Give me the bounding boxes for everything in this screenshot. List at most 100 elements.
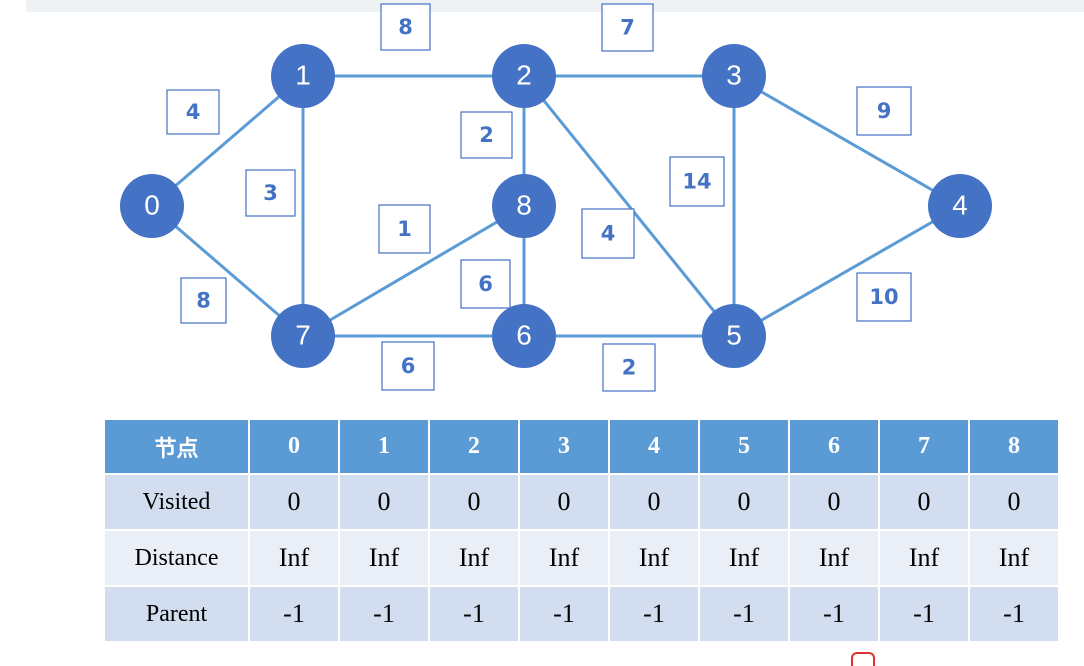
weight-box-6-8: 6 <box>460 259 511 309</box>
table-cell: Inf <box>880 531 968 585</box>
edge-3-4 <box>733 74 961 208</box>
edge-weight-label: 7 <box>620 16 635 40</box>
weight-box-1-7: 3 <box>245 169 296 217</box>
graph-node-1: 1 <box>271 44 335 108</box>
table-cell: 0 <box>790 475 878 529</box>
table-cell: 0 <box>250 475 338 529</box>
edge-weight-label: 4 <box>601 222 616 246</box>
edge-weight-label: 2 <box>479 123 494 147</box>
table-cell: 0 <box>970 475 1058 529</box>
node-label: 7 <box>295 319 311 350</box>
node-label: 3 <box>726 59 742 90</box>
edge-weight-label: 2 <box>622 356 637 380</box>
weight-box-frame <box>245 169 296 217</box>
nodes-layer: 0 1 2 3 4 5 6 7 8 <box>120 44 992 368</box>
weight-box-6-7: 6 <box>381 341 435 391</box>
edge-0-1 <box>151 74 304 208</box>
node-label: 4 <box>952 189 968 220</box>
table-cell: -1 <box>430 587 518 641</box>
table-cell: Inf <box>790 531 878 585</box>
table-cell: -1 <box>520 587 608 641</box>
edge-weight-label: 3 <box>263 181 278 205</box>
weight-box-frame <box>856 86 912 136</box>
weight-box-frame <box>602 343 656 392</box>
weight-box-3-4: 9 <box>856 86 912 136</box>
edge-2-5 <box>522 75 736 337</box>
column-header-4: 4 <box>610 420 698 473</box>
graph-node-5: 5 <box>702 304 766 368</box>
node-circle <box>492 174 556 238</box>
table-cell: -1 <box>880 587 968 641</box>
edge-weight-label: 10 <box>869 285 898 309</box>
node-circle <box>492 304 556 368</box>
weight-box-frame <box>460 259 511 309</box>
table-cell: -1 <box>250 587 338 641</box>
weight-box-frame <box>460 111 513 159</box>
weight-box-2-5: 4 <box>581 208 635 259</box>
node-circle <box>271 44 335 108</box>
table-cell: 0 <box>340 475 428 529</box>
header-label-cell: 节点 <box>105 420 248 473</box>
table-cell: -1 <box>970 587 1058 641</box>
graph-node-3: 3 <box>702 44 766 108</box>
table-cell: -1 <box>610 587 698 641</box>
node-circle <box>120 174 184 238</box>
table-cell: -1 <box>700 587 788 641</box>
weight-box-0-7: 8 <box>180 277 227 324</box>
table-cell: 0 <box>880 475 968 529</box>
edge-weight-label: 14 <box>682 170 711 194</box>
column-header-8: 8 <box>970 420 1058 473</box>
top-banner-strip <box>26 0 1084 12</box>
edge-weight-label: 6 <box>478 272 493 296</box>
weight-box-5-6: 2 <box>602 343 656 392</box>
edge-weight-label: 9 <box>877 99 892 123</box>
weight-box-frame <box>378 204 431 254</box>
column-header-0: 0 <box>250 420 338 473</box>
weight-box-frame <box>856 272 912 322</box>
table-cell: -1 <box>790 587 878 641</box>
node-circle <box>271 304 335 368</box>
column-header-2: 2 <box>430 420 518 473</box>
edge-7-8 <box>302 204 525 338</box>
edge-weight-label: 8 <box>196 289 211 313</box>
weight-box-frame <box>381 341 435 391</box>
node-label: 6 <box>516 319 532 350</box>
row-label: Visited <box>105 475 248 529</box>
weight-box-frame <box>166 89 220 135</box>
table-cell: 0 <box>430 475 518 529</box>
graph-node-0: 0 <box>120 174 184 238</box>
weight-box-frame <box>581 208 635 259</box>
table-cell: Inf <box>250 531 338 585</box>
node-label: 1 <box>295 59 311 90</box>
weight-box-2-3: 7 <box>601 3 654 52</box>
edge-weight-label: 6 <box>401 354 416 378</box>
node-circle <box>702 304 766 368</box>
graph-node-4: 4 <box>928 174 992 238</box>
column-header-3: 3 <box>520 420 608 473</box>
weight-box-frame <box>380 3 431 51</box>
weight-box-2-8: 2 <box>460 111 513 159</box>
weight-box-3-5: 14 <box>669 156 725 207</box>
graph-node-7: 7 <box>271 304 335 368</box>
weight-box-frame <box>601 3 654 52</box>
node-circle <box>928 174 992 238</box>
table-cell: Inf <box>520 531 608 585</box>
weight-box-0-1: 4 <box>166 89 220 135</box>
weight-box-7-8: 1 <box>378 204 431 254</box>
table-cell: 0 <box>700 475 788 529</box>
edge-0-7 <box>151 204 304 338</box>
column-header-7: 7 <box>880 420 968 473</box>
table-cell: Inf <box>340 531 428 585</box>
weight-box-4-5: 10 <box>856 272 912 322</box>
node-circle <box>702 44 766 108</box>
row-label: Distance <box>105 531 248 585</box>
row-label: Parent <box>105 587 248 641</box>
node-label: 5 <box>726 319 742 350</box>
graph-node-8: 8 <box>492 174 556 238</box>
edge-weight-label: 4 <box>186 100 201 124</box>
